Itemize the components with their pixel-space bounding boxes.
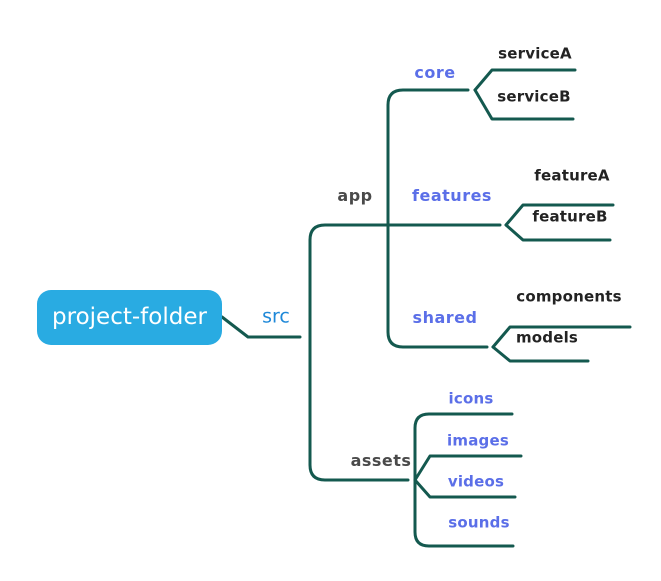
node-components[interactable]: components	[516, 287, 622, 306]
root-node-project-folder[interactable]: project-folder	[37, 290, 222, 345]
edge-assets-sounds	[413, 478, 515, 548]
edge-assets-icons	[413, 412, 514, 482]
node-features[interactable]: features	[412, 186, 492, 205]
edge-shared-models	[491, 345, 590, 363]
edge-src-spine-lower	[308, 335, 410, 482]
node-videos[interactable]: videos	[447, 472, 505, 491]
edge-src-spine	[308, 223, 390, 339]
node-src[interactable]: src	[262, 305, 290, 328]
node-sounds[interactable]: sounds	[448, 513, 510, 532]
edge-shared-components	[491, 325, 632, 349]
root-node-label: project-folder	[52, 304, 207, 330]
node-core[interactable]: core	[414, 63, 456, 82]
edge-root-src	[220, 315, 302, 339]
node-assets[interactable]: assets	[350, 451, 412, 470]
edge-assets-images	[413, 454, 523, 482]
node-featureA[interactable]: featureA	[534, 166, 610, 185]
node-icons[interactable]: icons	[448, 389, 494, 408]
edge-core-serviceA	[473, 68, 577, 92]
edge-features-featureA	[504, 203, 615, 227]
edge-core-serviceB	[473, 88, 575, 121]
edge-assets-videos	[413, 478, 517, 499]
node-models[interactable]: models	[515, 328, 579, 347]
node-images[interactable]: images	[447, 431, 509, 450]
node-shared[interactable]: shared	[412, 308, 478, 327]
node-app[interactable]: app	[337, 186, 373, 205]
node-featureB[interactable]: featureB	[532, 207, 608, 226]
node-serviceA[interactable]: serviceA	[498, 44, 572, 63]
edge-app-core	[386, 88, 470, 227]
edge-app-shared	[386, 223, 489, 349]
edge-features-featureB	[504, 223, 612, 242]
node-serviceB[interactable]: serviceB	[497, 87, 571, 106]
